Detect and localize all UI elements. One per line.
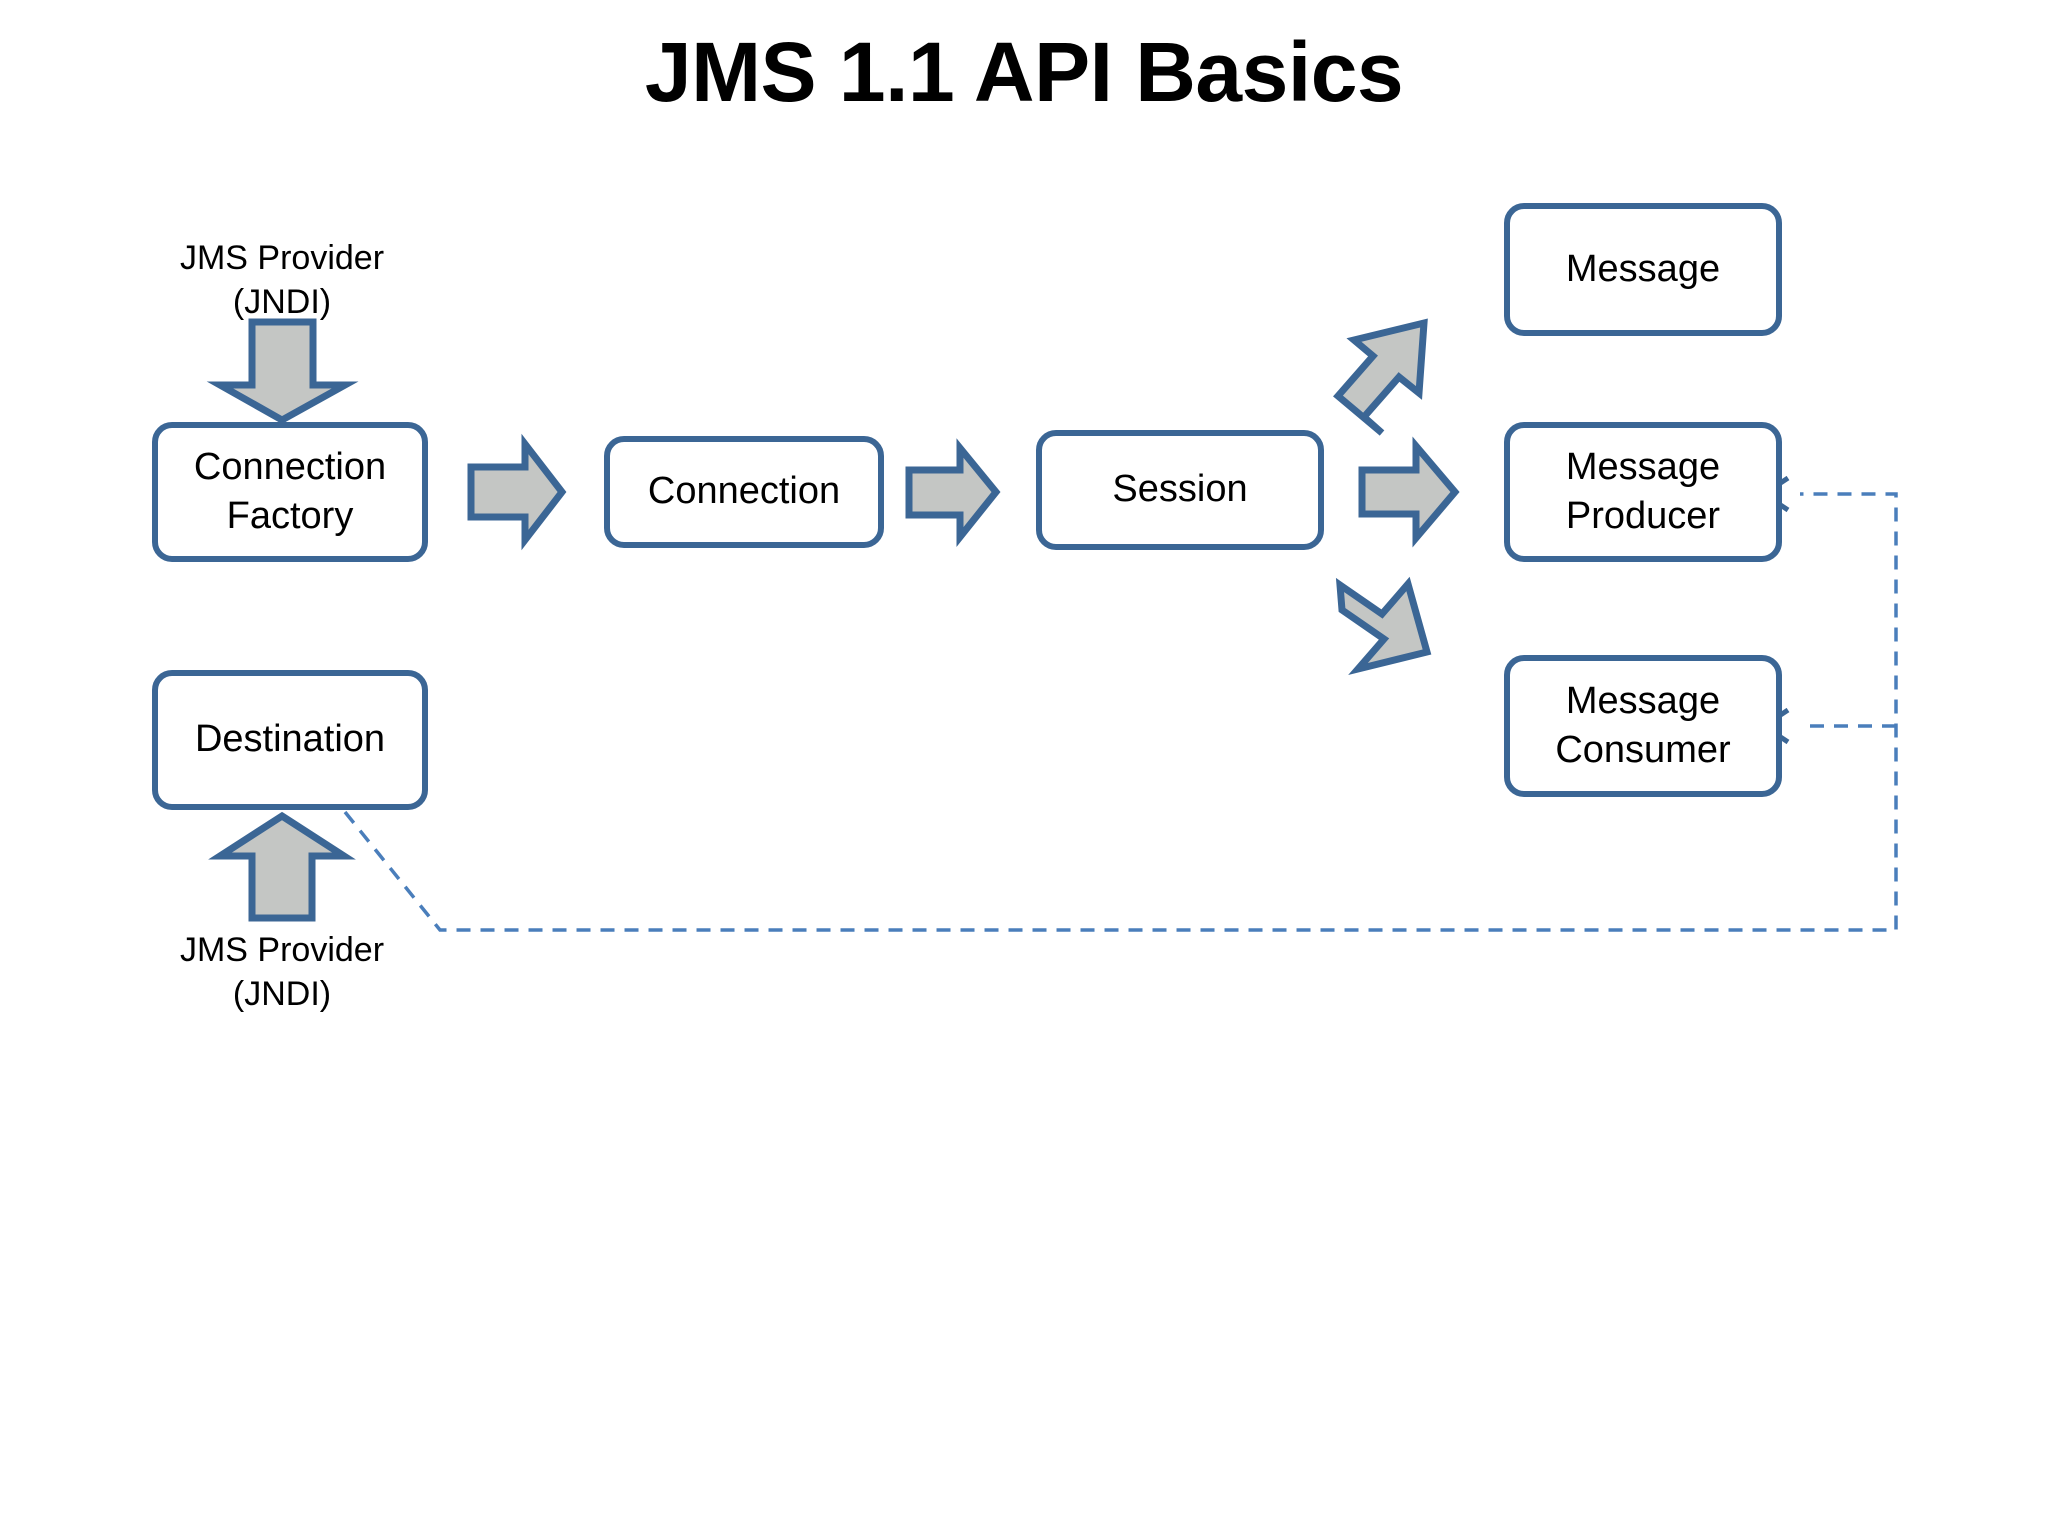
node-message-producer[interactable]: Message Producer (1504, 422, 1782, 562)
node-message[interactable]: Message (1504, 203, 1782, 336)
right-arrow-icon (905, 438, 1001, 547)
right-arrow-icon (467, 433, 567, 551)
label-jms-provider-bottom: JMS Provider (JNDI) (179, 931, 385, 1014)
dashed-connector-icon (1759, 707, 1896, 745)
node-session[interactable]: Session (1036, 430, 1324, 550)
down-arrow-icon (206, 318, 359, 425)
label-jms-provider-top: JMS Provider (JNDI) (179, 239, 385, 322)
up-arrow-icon (208, 811, 356, 922)
down-right-arrow-icon (1335, 576, 1432, 676)
page-title: JMS 1.1 API Basics (644, 25, 1404, 119)
node-connection[interactable]: Connection (604, 436, 884, 548)
node-connection-factory[interactable]: Connection Factory (152, 422, 428, 562)
node-message-consumer[interactable]: Message Consumer (1504, 655, 1782, 797)
right-arrow-icon (1358, 436, 1460, 548)
up-right-arrow-icon (1333, 318, 1428, 436)
node-destination[interactable]: Destination (152, 670, 428, 810)
